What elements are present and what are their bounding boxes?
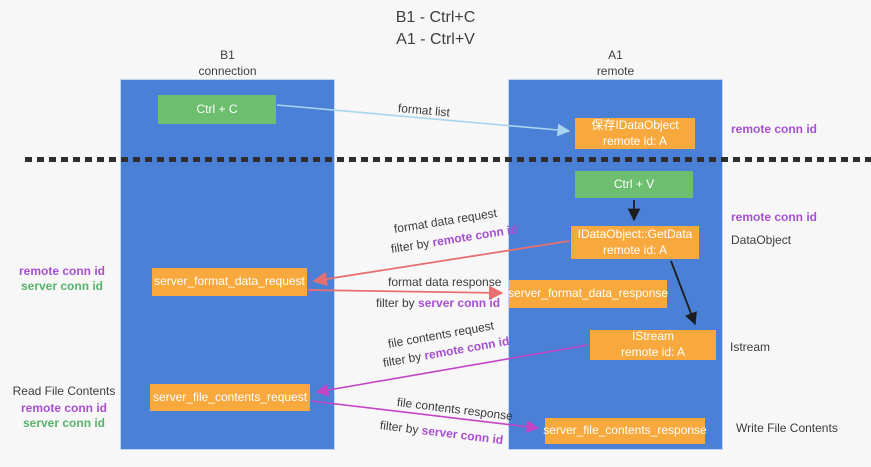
edge-label-file-contents-response: file contents response — [396, 395, 514, 424]
node-istream-line2: remote id: A — [620, 345, 686, 359]
right-label-remote-conn-id-1: remote conn id — [731, 122, 818, 136]
server-conn-id-text-1: server conn id — [418, 296, 501, 310]
column-header-a1: A1 remote — [508, 48, 723, 79]
filter-by-text-3: filter by — [381, 349, 423, 370]
filter-by-text-2: filter by — [376, 296, 415, 310]
left-server-conn-id-2: server conn id — [22, 416, 106, 430]
column-b1-role: connection — [198, 63, 257, 78]
node-istream-line1: IStream — [631, 329, 674, 344]
left-label-conn-ids-2: remote conn id server conn id — [12, 401, 116, 431]
node-ctrl-v-label: Ctrl + V — [613, 176, 655, 191]
node-idataobject-getdata-line1: IDataObject::GetData — [577, 226, 693, 241]
node-server-file-contents-response: server_file_contents_response — [543, 418, 707, 444]
filter-by-text-4: filter by — [379, 418, 420, 437]
left-remote-conn-id-2: remote conn id — [20, 401, 107, 415]
right-label-dataobject: DataObject — [731, 233, 792, 247]
column-b1-name: B1 — [220, 48, 235, 62]
edge-label-filter-server-2: filter by server conn id — [379, 418, 504, 447]
node-ctrl-v: Ctrl + V — [575, 171, 693, 198]
node-save-idataobject: 保存IDataObject remote id: A — [575, 118, 695, 149]
edge-label-format-data-response: format data response — [388, 275, 502, 289]
edge-label-filter-server-1: filter by server conn id — [376, 296, 500, 310]
node-ctrl-c: Ctrl + C — [158, 95, 276, 124]
node-server-file-contents-request: server_file_contents_request — [150, 384, 310, 411]
column-header-b1: B1 connection — [120, 48, 335, 79]
right-label-write-file-contents: Write File Contents — [736, 421, 838, 435]
node-save-idataobject-line2: remote id: A — [602, 133, 668, 148]
column-a1-role: remote — [596, 63, 635, 78]
node-server-format-data-request: server_format_data_request — [152, 268, 307, 296]
node-idataobject-getdata-line2: remote id: A — [602, 242, 668, 257]
right-label-istream: Istream — [730, 340, 771, 354]
right-label-remote-conn-id-2: remote conn id — [731, 210, 818, 224]
node-server-format-data-request-label: server_format_data_request — [154, 274, 305, 289]
node-server-format-data-response-label: server_format_data_response — [507, 286, 669, 301]
left-server-conn-id-1: server conn id — [20, 279, 104, 293]
node-istream: IStream remote id: A — [590, 329, 716, 360]
left-label-read-file-contents: Read File Contents — [12, 384, 116, 398]
left-remote-conn-id-1: remote conn id — [18, 264, 105, 278]
node-ctrl-c-label: Ctrl + C — [196, 101, 238, 116]
node-idataobject-getdata: IDataObject::GetData remote id: A — [571, 226, 699, 259]
diagram-title: B1 - Ctrl+C A1 - Ctrl+V — [0, 7, 871, 50]
server-conn-id-text-2: server conn id — [420, 423, 504, 448]
filter-by-text-1: filter by — [389, 236, 431, 256]
node-server-file-contents-request-label: server_file_contents_request — [152, 389, 308, 404]
column-a1-name: A1 — [608, 48, 623, 62]
left-label-conn-ids-1: remote conn id server conn id — [14, 264, 110, 294]
edge-label-format-list: format list — [397, 101, 451, 120]
title-line-1: B1 - Ctrl+C — [395, 9, 476, 26]
node-server-format-data-response: server_format_data_response — [507, 280, 669, 308]
session-divider-line — [25, 157, 871, 162]
node-server-file-contents-response-label: server_file_contents_response — [543, 423, 707, 438]
arrow-format-data-response — [307, 285, 504, 300]
title-line-2: A1 - Ctrl+V — [396, 30, 475, 48]
node-save-idataobject-line1: 保存IDataObject — [591, 117, 679, 132]
